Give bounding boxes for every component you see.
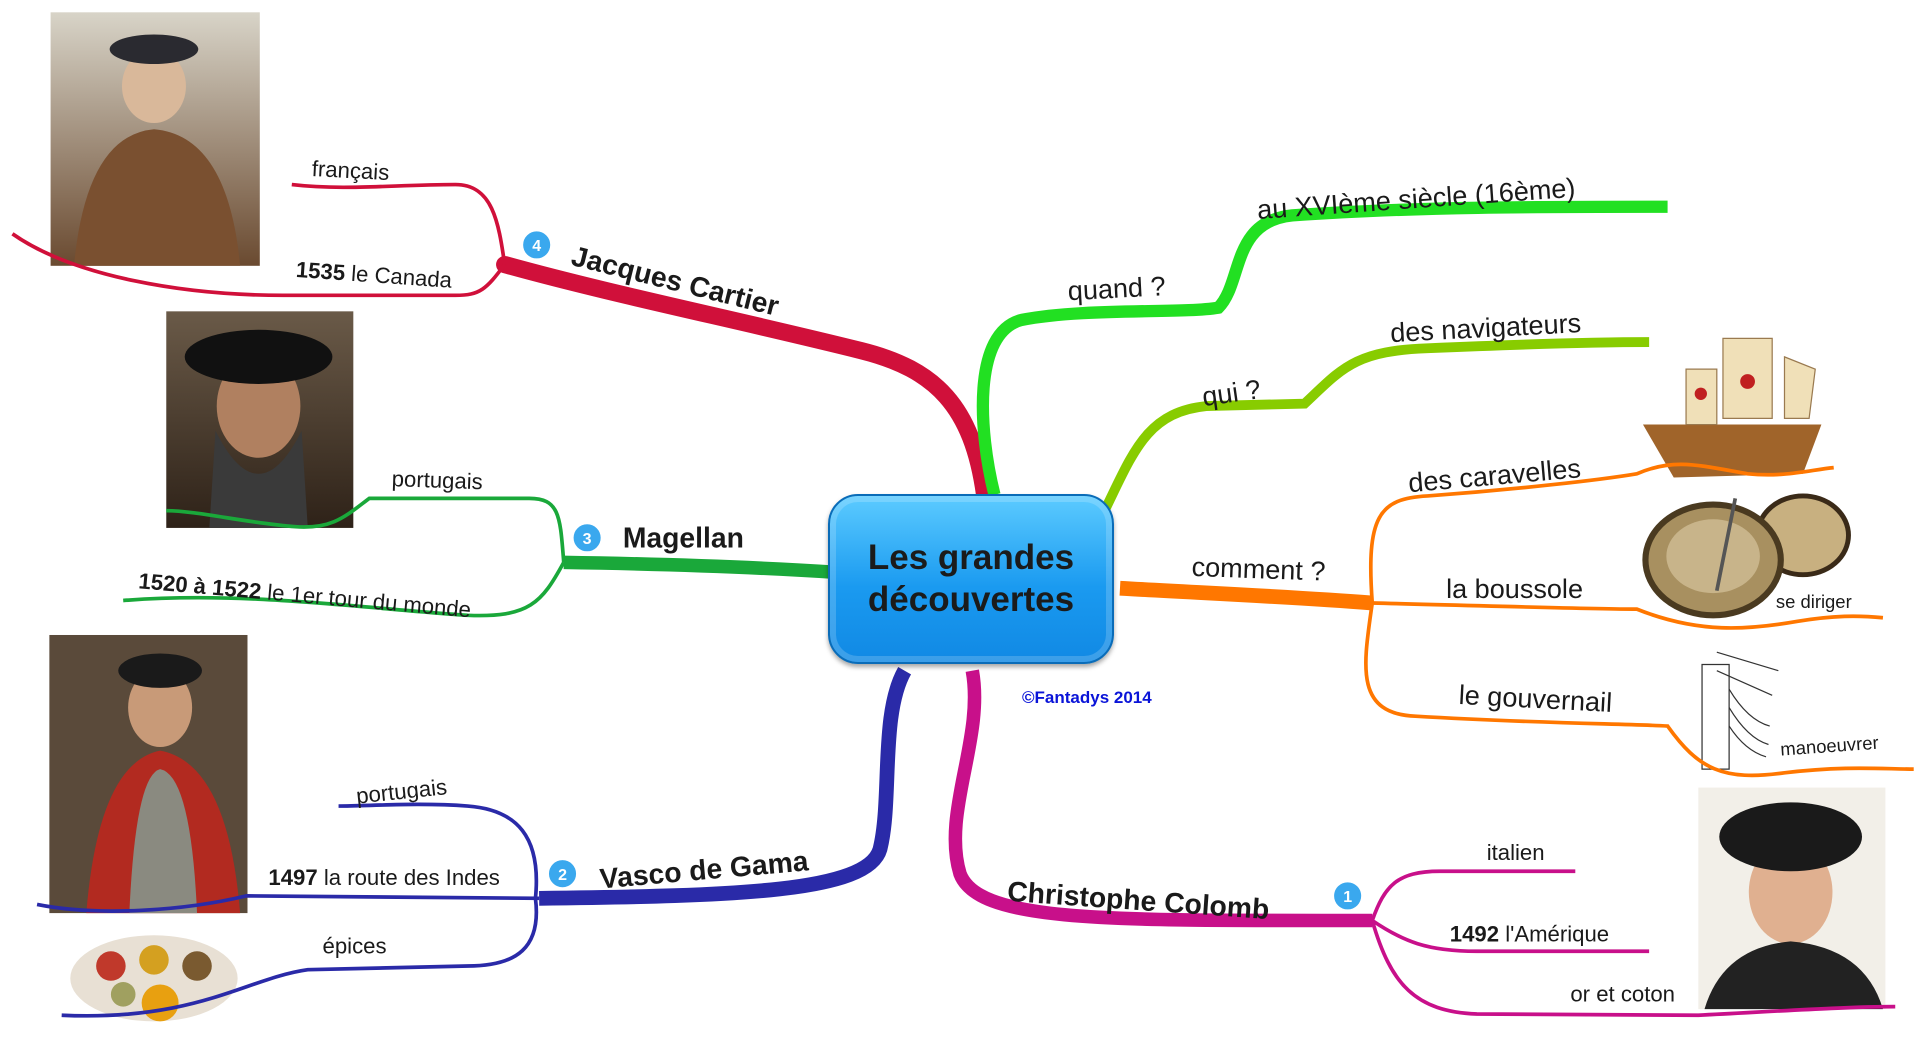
label-magellan-nationality[interactable]: portugais: [391, 466, 483, 494]
label-boussole[interactable]: la boussole: [1446, 573, 1583, 604]
branch-colomb: [948, 669, 1373, 928]
sub-gama-portugais: [338, 802, 539, 899]
badge-magellan: 3: [571, 521, 604, 554]
sub-comment-boussole: [1372, 601, 1884, 630]
sub-colomb-italien: [1370, 869, 1576, 922]
sub-cartier-francais: [291, 182, 507, 265]
sub-cartier-canada: [11, 232, 507, 298]
label-magellan-discovery[interactable]: 1520 à 1522 le 1er tour du monde: [138, 568, 473, 622]
note-manoeuvrer[interactable]: manoeuvrer: [1780, 732, 1880, 760]
portrait-christophe-colomb: [1698, 787, 1886, 1010]
badge-number: 1: [1343, 889, 1352, 906]
label-colomb-discovery[interactable]: 1492 l'Amérique: [1450, 921, 1609, 946]
branch-quand: [976, 200, 1668, 497]
label-colomb-extra[interactable]: or et coton: [1570, 982, 1675, 1007]
sub-comment-gouvernail: [1364, 602, 1914, 778]
label-cartier-nationality[interactable]: français: [311, 156, 390, 185]
year: 1497: [268, 865, 317, 890]
caravel-image: [1642, 337, 1822, 478]
portrait-jacques-cartier: [50, 12, 260, 266]
sub-colomb-or: [1370, 919, 1896, 1018]
label-gama-discovery[interactable]: 1497 la route des Indes: [268, 865, 499, 890]
portrait-magellan: [166, 311, 354, 528]
label-comment[interactable]: comment ?: [1191, 551, 1326, 587]
sub-gama-indes: [36, 894, 540, 913]
sub-colomb-amerique: [1371, 918, 1650, 954]
portrait-vasco-de-gama: [49, 634, 248, 914]
badge-gama: 2: [546, 857, 579, 890]
rudder-image: [1701, 651, 1779, 770]
discovery: le 1er tour du monde: [266, 580, 472, 623]
label-colomb-nationality[interactable]: italien: [1487, 840, 1545, 865]
badge-colomb: 1: [1331, 879, 1364, 912]
year: 1535: [295, 257, 346, 285]
branch-magellan: [563, 555, 835, 579]
branch-gama: [539, 667, 912, 906]
label-magellan[interactable]: Magellan: [623, 522, 744, 554]
central-topic-label: Les grandes découvertes: [867, 538, 1075, 619]
discovery: le Canada: [350, 261, 453, 293]
sub-gama-epices: [61, 898, 539, 1018]
discovery: la route des Indes: [324, 865, 500, 890]
label-gouvernail[interactable]: le gouvernail: [1458, 679, 1613, 718]
compass-image: [1642, 493, 1851, 619]
note-se-diriger[interactable]: se diriger: [1776, 591, 1852, 612]
label-cartier-discovery[interactable]: 1535 le Canada: [295, 257, 453, 293]
year: 1492: [1450, 921, 1499, 946]
spices-image: [70, 935, 238, 1022]
branch-comment: [1119, 580, 1373, 611]
badge-number: 3: [583, 531, 592, 548]
label-quand[interactable]: quand ?: [1067, 270, 1166, 306]
sub-magellan-portugais: [166, 496, 566, 563]
discovery: l'Amérique: [1505, 921, 1609, 946]
badge-cartier: 4: [520, 228, 553, 261]
label-quand-answer[interactable]: au XVIème siècle (16ème): [1256, 172, 1576, 225]
badge-number: 4: [532, 238, 541, 255]
badge-number: 2: [558, 867, 567, 884]
branch-cartier: [496, 255, 994, 504]
label-gama-extra[interactable]: épices: [323, 934, 387, 959]
central-topic[interactable]: Les grandes découvertes: [828, 494, 1114, 664]
sub-magellan-tour: [123, 561, 566, 618]
copyright-text: ©Fantadys 2014: [1022, 688, 1152, 707]
branch-qui: [1097, 337, 1650, 520]
sub-comment-caravelles: [1368, 462, 1834, 604]
